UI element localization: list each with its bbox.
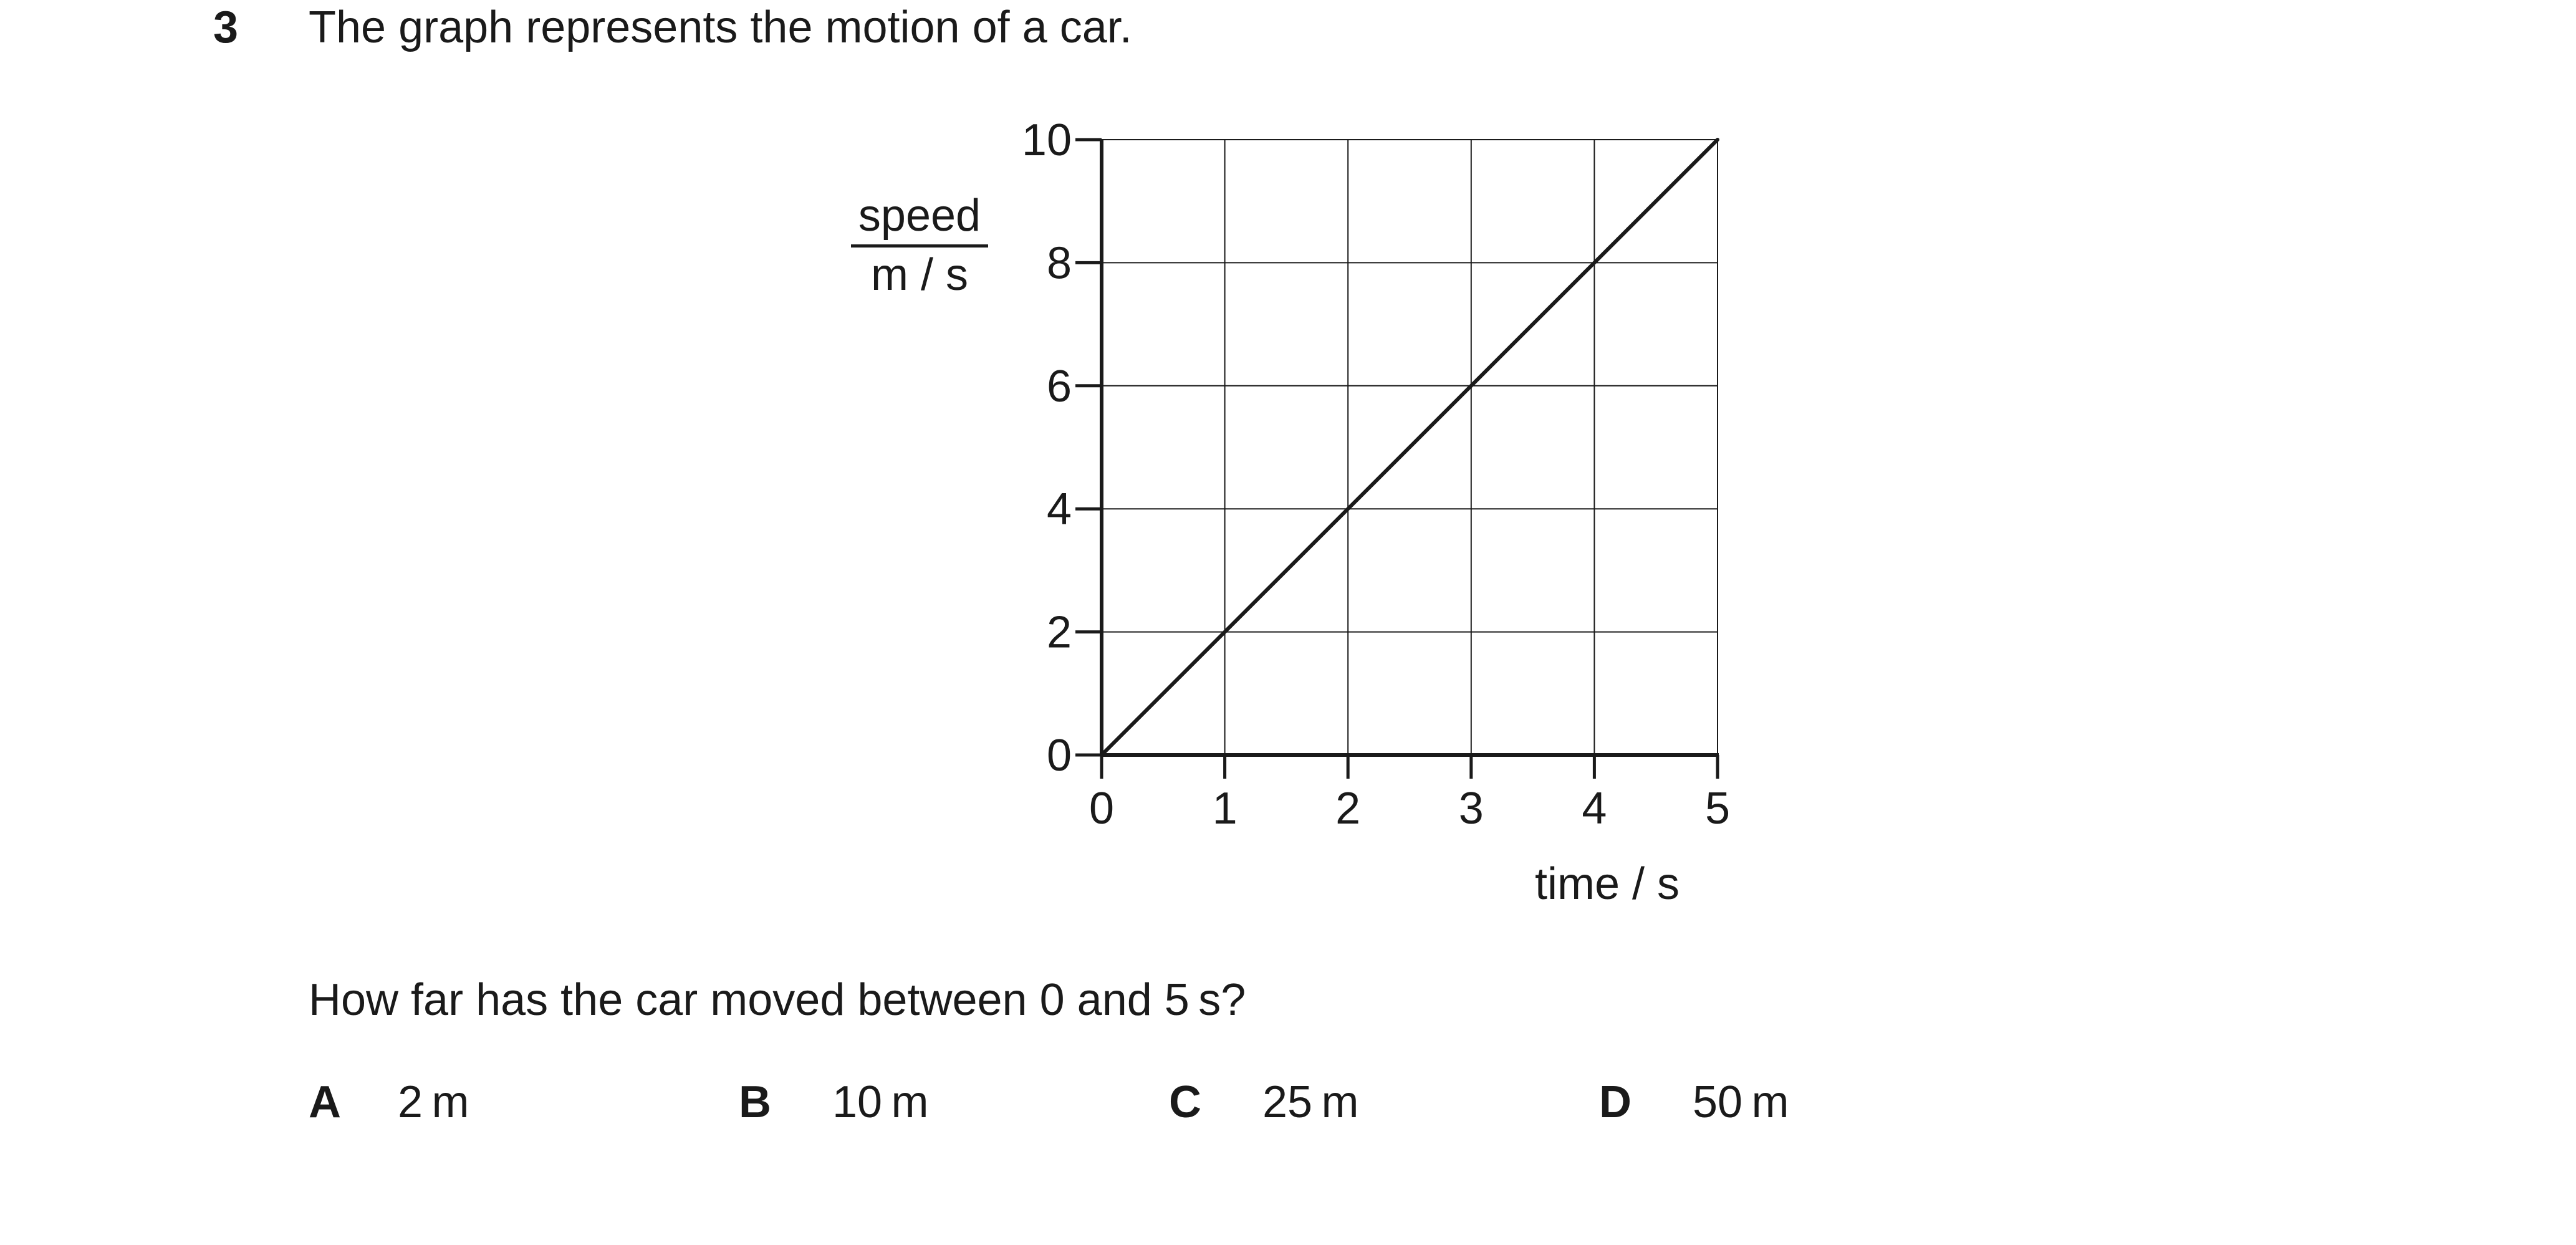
option-a[interactable]: A 2 m [309, 1077, 469, 1127]
question-number: 3 [213, 2, 239, 52]
x-tick-label-1: 1 [1213, 784, 1238, 834]
y-axis-label-fraction-bar [851, 244, 988, 248]
option-a-letter: A [309, 1077, 341, 1127]
y-tick-label-3: 6 [1047, 362, 1072, 411]
option-d[interactable]: D 50 m [1599, 1077, 1789, 1127]
x-tick-label-0: 0 [1089, 784, 1114, 834]
x-tick-label-5: 5 [1705, 784, 1730, 834]
x-tick-label-2: 2 [1335, 784, 1360, 834]
y-axis-label-quantity: speed [858, 191, 981, 241]
question-prompt: How far has the car moved between 0 and … [309, 975, 1246, 1025]
question-stem: The graph represents the motion of a car… [309, 2, 1132, 52]
y-tick-label-5: 10 [1022, 115, 1072, 165]
option-b[interactable]: B 10 m [739, 1077, 928, 1127]
option-d-text: 50 m [1693, 1077, 1789, 1127]
option-d-letter: D [1599, 1077, 1632, 1127]
option-b-letter: B [739, 1077, 771, 1127]
y-tick-label-1: 2 [1047, 608, 1072, 658]
series-line-0 [1100, 138, 1719, 757]
option-b-text: 10 m [832, 1077, 929, 1127]
x-axis-label: time / s [1535, 859, 1680, 909]
x-tick-label-3: 3 [1459, 784, 1484, 834]
option-c-letter: C [1169, 1077, 1201, 1127]
y-tick-label-0: 0 [1047, 731, 1072, 781]
y-tick-label-4: 8 [1047, 238, 1072, 288]
y-tick-label-2: 4 [1047, 484, 1072, 534]
x-tick-label-4: 4 [1582, 784, 1607, 834]
option-c[interactable]: C 25 m [1169, 1077, 1358, 1127]
y-axis-label-unit: m / s [871, 250, 968, 300]
option-c-text: 25 m [1262, 1077, 1359, 1127]
y-axis-label: speed m / s [851, 193, 988, 297]
option-a-text: 2 m [398, 1077, 469, 1127]
